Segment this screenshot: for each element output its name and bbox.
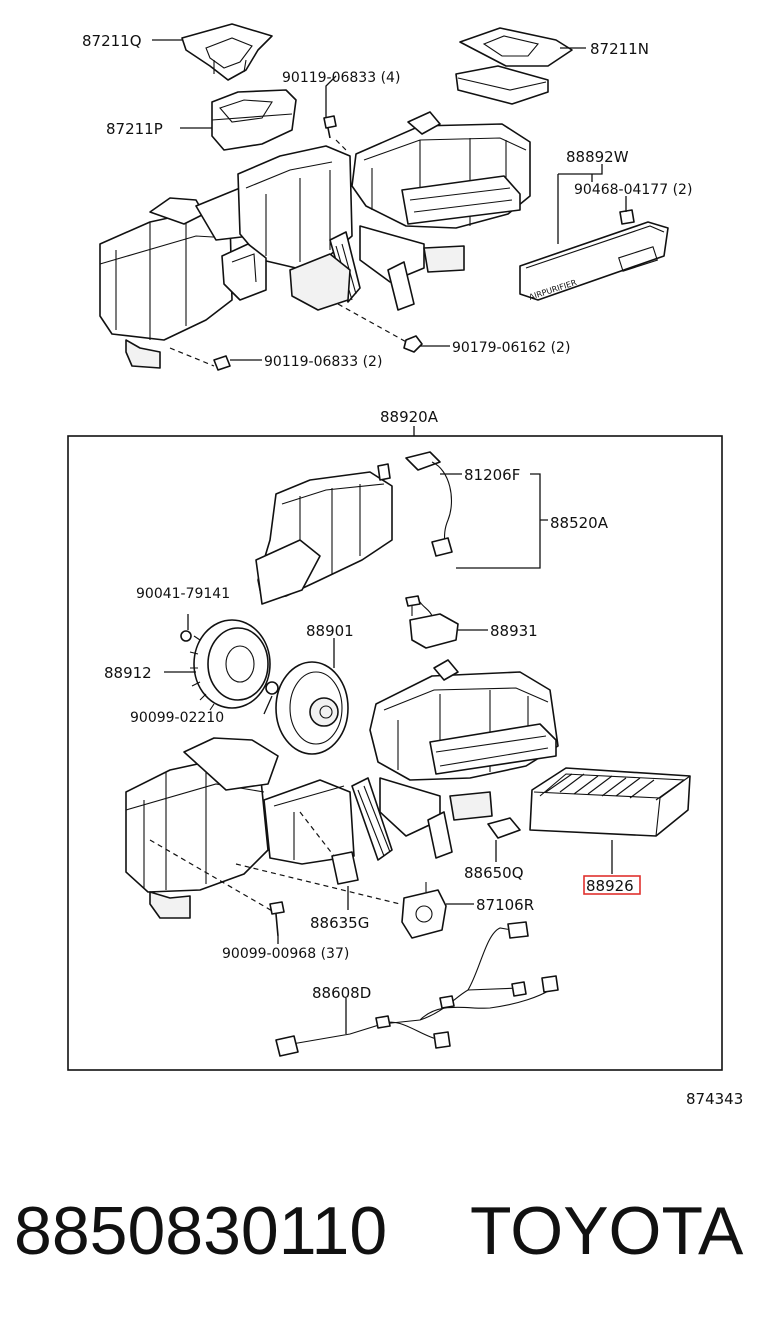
duct-87211q-drawing bbox=[181, 23, 273, 81]
brand-name: TOYOTA bbox=[470, 1193, 744, 1269]
label-87211q: 87211Q bbox=[82, 32, 142, 50]
diagram-reference: 874343 bbox=[686, 1090, 743, 1108]
label-88892w: 88892W bbox=[566, 148, 629, 166]
blower-fan-88912-drawing bbox=[180, 619, 271, 711]
label-88926: 88926 bbox=[586, 877, 634, 895]
label-81206f: 81206F bbox=[464, 466, 520, 484]
resistor-88931-drawing bbox=[405, 595, 459, 649]
label-87211p: 87211P bbox=[106, 120, 163, 138]
label-88920a: 88920A bbox=[380, 408, 439, 426]
label-87211n: 87211N bbox=[590, 40, 649, 58]
filter-88926-drawing bbox=[529, 767, 691, 837]
label-90119-06833-2: 90119-06833 (2) bbox=[264, 354, 382, 370]
label-88901: 88901 bbox=[306, 622, 354, 640]
label-88635g: 88635G bbox=[310, 914, 369, 932]
label-90179-06162-2: 90179-06162 (2) bbox=[452, 340, 570, 356]
duct-87211n-drawing bbox=[455, 27, 573, 105]
label-90099-00968-37: 90099-00968 (37) bbox=[222, 946, 349, 962]
air-purifier-cover-drawing: AIRPURIFIER bbox=[519, 221, 669, 302]
part-number: 8850830110 bbox=[14, 1193, 387, 1269]
label-88520a: 88520A bbox=[550, 514, 609, 532]
label-87106r: 87106R bbox=[476, 896, 534, 914]
label-90119-06833-4: 90119-06833 (4) bbox=[282, 70, 400, 86]
label-88650q: 88650Q bbox=[464, 864, 524, 882]
duct-87211p-drawing bbox=[211, 89, 297, 151]
wire-harness-88608d-drawing bbox=[275, 921, 559, 1057]
upper-case-88520a-drawing bbox=[255, 463, 393, 605]
label-88608d: 88608D bbox=[312, 984, 371, 1002]
label-90041-79141: 90041-79141 bbox=[136, 586, 230, 602]
servo-87106r-drawing bbox=[401, 882, 447, 939]
label-88931: 88931 bbox=[490, 622, 538, 640]
label-88912: 88912 bbox=[104, 664, 152, 682]
exploded-assembly bbox=[125, 451, 691, 1057]
blower-motor-88901-drawing bbox=[275, 661, 349, 755]
label-90468-04177-2: 90468-04177 (2) bbox=[574, 182, 692, 198]
highlight-88926-box bbox=[583, 875, 641, 895]
sensor-81206f-drawing bbox=[405, 451, 453, 557]
top-heater-assembly: AIRPURIFIER bbox=[99, 23, 669, 371]
label-90099-02210: 90099-02210 bbox=[130, 710, 224, 726]
screw-90119-drawing bbox=[323, 115, 337, 139]
assembly-88920a-frame bbox=[67, 435, 723, 1071]
heater-unit-drawing bbox=[99, 111, 531, 369]
heater-unit-lower-drawing bbox=[125, 659, 559, 919]
